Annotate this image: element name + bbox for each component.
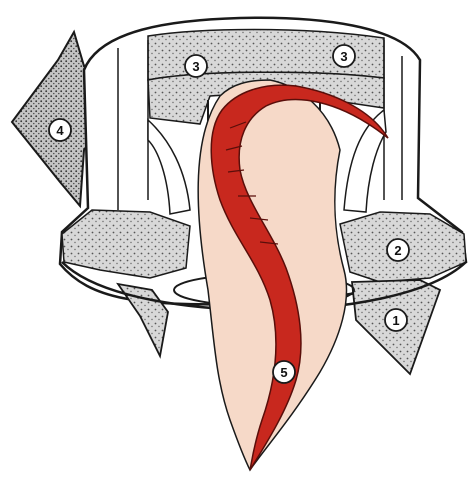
callout-3a-label: 3 (192, 59, 199, 74)
callout-2-label: 2 (394, 243, 401, 258)
callout-5-label: 5 (280, 365, 287, 380)
callout-4: 4 (49, 119, 71, 141)
callout-4-label: 4 (56, 123, 64, 138)
callout-3b-label: 3 (340, 49, 347, 64)
callout-1: 1 (385, 309, 407, 331)
callout-1-label: 1 (392, 313, 399, 328)
callout-5: 5 (273, 361, 295, 383)
callout-3a: 3 (185, 55, 207, 77)
callout-2: 2 (387, 239, 409, 261)
callout-3b: 3 (333, 45, 355, 67)
